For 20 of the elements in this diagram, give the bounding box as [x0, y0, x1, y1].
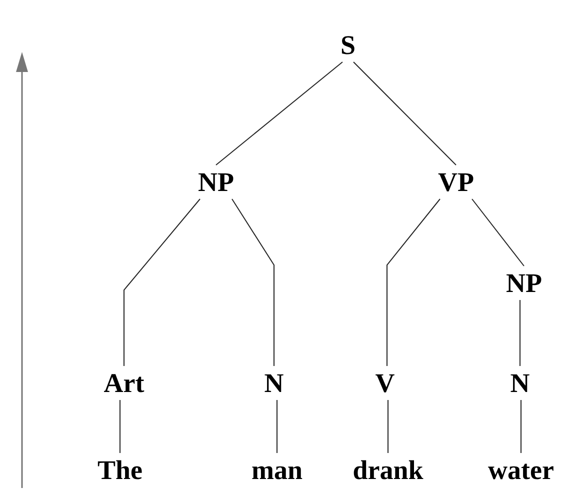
- tree-branch: [353, 62, 456, 166]
- tree-label: drank: [348, 453, 428, 487]
- tree-label: V: [371, 366, 399, 400]
- tree-branch: [124, 198, 200, 366]
- tree-branch: [232, 198, 274, 366]
- tree-label: NP: [194, 165, 238, 199]
- tree-label: water: [484, 453, 558, 487]
- tree-branch: [216, 62, 343, 166]
- tree-branch: [276, 400, 278, 454]
- tree-label: VP: [434, 165, 478, 199]
- tree-label: N: [260, 366, 288, 400]
- tree-label: The: [94, 453, 146, 487]
- tree-label: Art: [100, 366, 148, 400]
- tree-label: S: [336, 28, 360, 62]
- tree-label: N: [506, 366, 534, 400]
- tree-label: man: [248, 453, 306, 487]
- tree-label: NP: [502, 266, 546, 300]
- tree-branch: [520, 400, 522, 454]
- tree-branch: [472, 198, 524, 266]
- tree-branch: [386, 198, 440, 366]
